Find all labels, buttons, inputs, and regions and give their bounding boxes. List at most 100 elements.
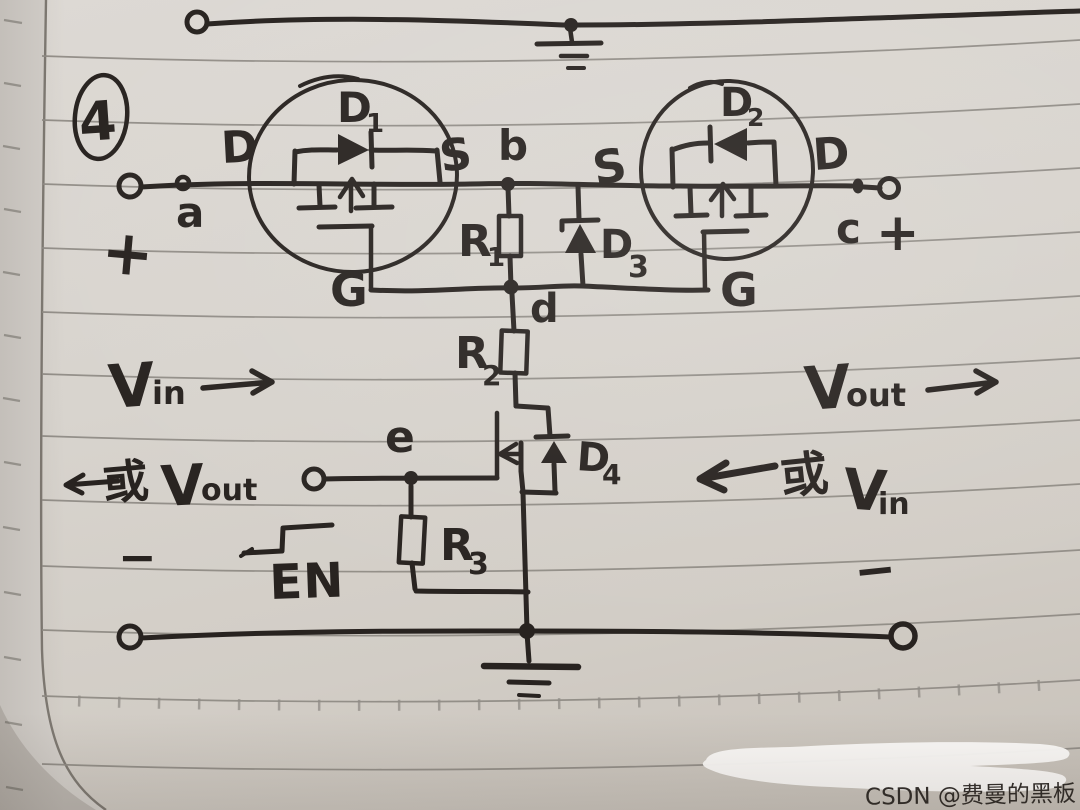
vout-left-label: V: [159, 453, 206, 520]
q1-mosfet: D D 1 S G: [220, 74, 475, 317]
q3-body-arrow: [497, 441, 524, 466]
d3-diode: D 3: [559, 183, 649, 289]
d3-cathode-bar: [559, 217, 601, 233]
top-rail-wire: [204, 8, 1080, 28]
r1-label-sub: 1: [487, 243, 505, 273]
left-plus-sign: +: [99, 214, 157, 291]
q1-encircle: [247, 77, 459, 275]
right-output-terminal: [877, 176, 901, 200]
r3-label: R: [440, 520, 474, 571]
q1-drain-label: D: [220, 121, 259, 174]
q3-mosfet: D 4: [494, 403, 621, 633]
d2-cathode-bar: [707, 124, 714, 164]
vout-right-label: V: [802, 352, 854, 425]
r1-resistor: R 1: [458, 184, 524, 290]
left-minus-sign: −: [118, 530, 157, 584]
d1-body-diode: [291, 129, 443, 187]
arrow-left-icon: [696, 459, 779, 494]
vin-right-label: V: [841, 457, 889, 525]
d4-label-sub: 4: [602, 458, 621, 491]
enable-input: e EN: [239, 412, 500, 611]
page-edge-line: [40, 0, 107, 810]
d4-body-diode: [519, 441, 567, 496]
right-voltage-annotations: V out 或 V in: [696, 352, 999, 525]
q2-mosfet-symbol: [673, 181, 769, 292]
q2-gate-wire: [701, 229, 708, 292]
gate-rail-wire: [368, 283, 711, 294]
vin-right-sub: in: [878, 487, 910, 522]
arrow-left-icon: [63, 472, 121, 496]
q1-encircle-flourish: [298, 74, 360, 88]
r1-label: R: [458, 216, 492, 267]
ground-icon-bottom: [480, 630, 582, 698]
d1-cathode-bar: [368, 129, 375, 170]
node-b-dot: [501, 177, 515, 191]
r2-label-sub: 2: [482, 359, 501, 392]
hand-drawn-circuit: 4: [63, 8, 1080, 698]
ruler-tick-row: [77, 679, 1046, 711]
d2-label-sub: 2: [747, 103, 764, 132]
r2-resistor: R 2: [455, 291, 530, 409]
q2-mosfet: S D 2 D G: [589, 79, 851, 317]
q2-gate-label: G: [720, 263, 758, 317]
top-ground-rail: [184, 8, 1080, 70]
d1-label-sub: 1: [366, 109, 384, 139]
r3-label-sub: 3: [468, 547, 489, 582]
d2-body-diode: [669, 124, 779, 190]
left-voltage-annotations: V in 或 V out: [63, 350, 275, 520]
bottom-rail: [116, 621, 918, 698]
d4-diode-triangle: [541, 441, 567, 463]
q2-gate-plate: [700, 228, 750, 235]
enable-terminal: [301, 466, 327, 492]
or-left-label: 或: [100, 453, 151, 511]
node-e-label: e: [385, 412, 415, 463]
node-c-dot: [852, 178, 864, 194]
enable-wire: [321, 475, 500, 482]
d3-diode-triangle: [565, 224, 596, 253]
node-d-label: d: [530, 286, 559, 332]
bottom-left-terminal: [116, 623, 144, 651]
arrow-right-icon: [200, 368, 275, 396]
q3-source-wire: [518, 468, 530, 633]
q1-gate-plate: [316, 223, 375, 230]
right-minus-sign: −: [851, 539, 899, 601]
watermark-area: CSDN @费曼的黑板: [702, 742, 1076, 810]
d2-label: D: [720, 80, 753, 126]
d1-label: D: [337, 83, 372, 132]
d3-label: D: [600, 222, 633, 268]
d3-label-sub: 3: [628, 250, 649, 285]
figure-number: 4: [77, 89, 119, 154]
node-a-dot: [174, 174, 192, 192]
vout-left-sub: out: [201, 473, 257, 508]
node-b-label: b: [498, 121, 528, 170]
figure-number-circle: [72, 72, 130, 162]
ground-icon-top: [534, 25, 604, 70]
whiteout-blob: [702, 742, 1070, 792]
q1-gate-label: G: [330, 263, 368, 317]
vin-left-label: V: [106, 350, 158, 423]
r2-label: R: [455, 328, 489, 379]
page-corner-shadow: [0, 705, 96, 810]
main-rail: [116, 172, 901, 200]
vout-right-sub: out: [846, 376, 906, 414]
q1-source-label: S: [436, 128, 474, 183]
d1-diode-triangle: [338, 134, 369, 165]
rising-edge-icon: [239, 522, 335, 558]
d4-label: D: [575, 434, 611, 482]
ruled-lines: [41, 39, 1080, 771]
q2-encircle-flourish: [688, 79, 724, 90]
q1-mosfet-symbol: [296, 176, 395, 292]
arrow-right-icon: [925, 368, 999, 396]
bottom-right-terminal: [888, 621, 918, 651]
d2-diode-triangle: [714, 128, 747, 161]
page-under-edge: [0, 0, 106, 810]
node-c-label: c: [836, 204, 861, 253]
q3-drain-bar: [533, 433, 571, 440]
vin-left-sub: in: [152, 374, 186, 412]
or-right-label: 或: [777, 445, 831, 506]
r3-resistor: R 3: [396, 483, 531, 595]
node-a-label: a: [176, 188, 204, 237]
q2-drain-label: D: [811, 128, 851, 181]
top-junction-dot: [564, 18, 578, 32]
